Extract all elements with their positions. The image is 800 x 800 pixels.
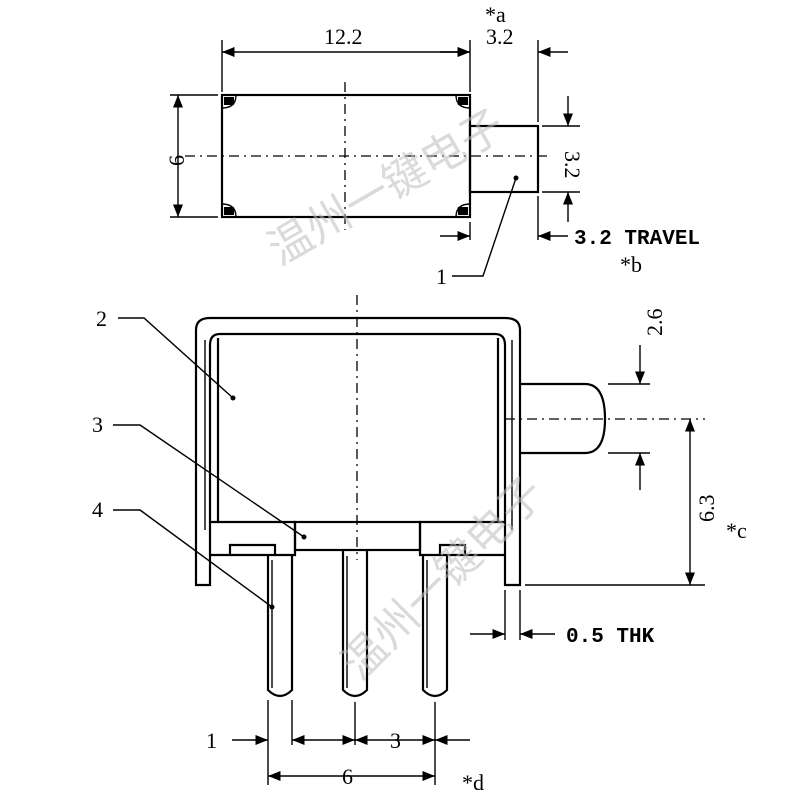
dim-thickness-label: 0.5 THK: [566, 626, 655, 649]
top-view: 12.2 3.2 6 3.2 3.2 TRAVEL 1 *a *b: [164, 2, 700, 289]
side-frame-outline: [194, 316, 522, 587]
part-label-2: 2: [96, 306, 107, 331]
dim-pin-span-label: 6: [342, 764, 353, 789]
part-label-3: 3: [92, 412, 103, 437]
travel-label: 3.2 TRAVEL: [574, 228, 700, 251]
note-d: *d: [462, 770, 484, 795]
note-c: *c: [726, 518, 747, 543]
dim-actuator-offset-label: 2.6: [642, 309, 667, 337]
dim-pin-pitch-label: 3: [390, 728, 401, 753]
pin-middle: [341, 550, 369, 698]
pin-right: [421, 555, 449, 698]
dim-length-label: 12.2: [324, 24, 363, 49]
dim-actuator-to-base-label: 6.3: [694, 495, 719, 523]
note-b: *b: [620, 252, 642, 277]
dim-actuator-height-label: 3.2: [560, 151, 585, 179]
top-actuator: [468, 124, 540, 194]
pin-left: [266, 555, 294, 698]
note-a: *a: [485, 2, 506, 27]
dim-actuator-width-label: 3.2: [486, 24, 514, 49]
side-actuator: [520, 382, 607, 455]
part-label-4: 4: [92, 497, 103, 522]
watermark-top: 温州一键电子: [259, 100, 513, 276]
side-view: 2 3 4 2.6 6.3 0.5 THK 1 3 6 *c *d: [92, 295, 747, 795]
part-label-1: 1: [436, 264, 447, 289]
dim-pin-width-label: 1: [206, 728, 217, 753]
dim-height-label: 6: [164, 155, 189, 166]
